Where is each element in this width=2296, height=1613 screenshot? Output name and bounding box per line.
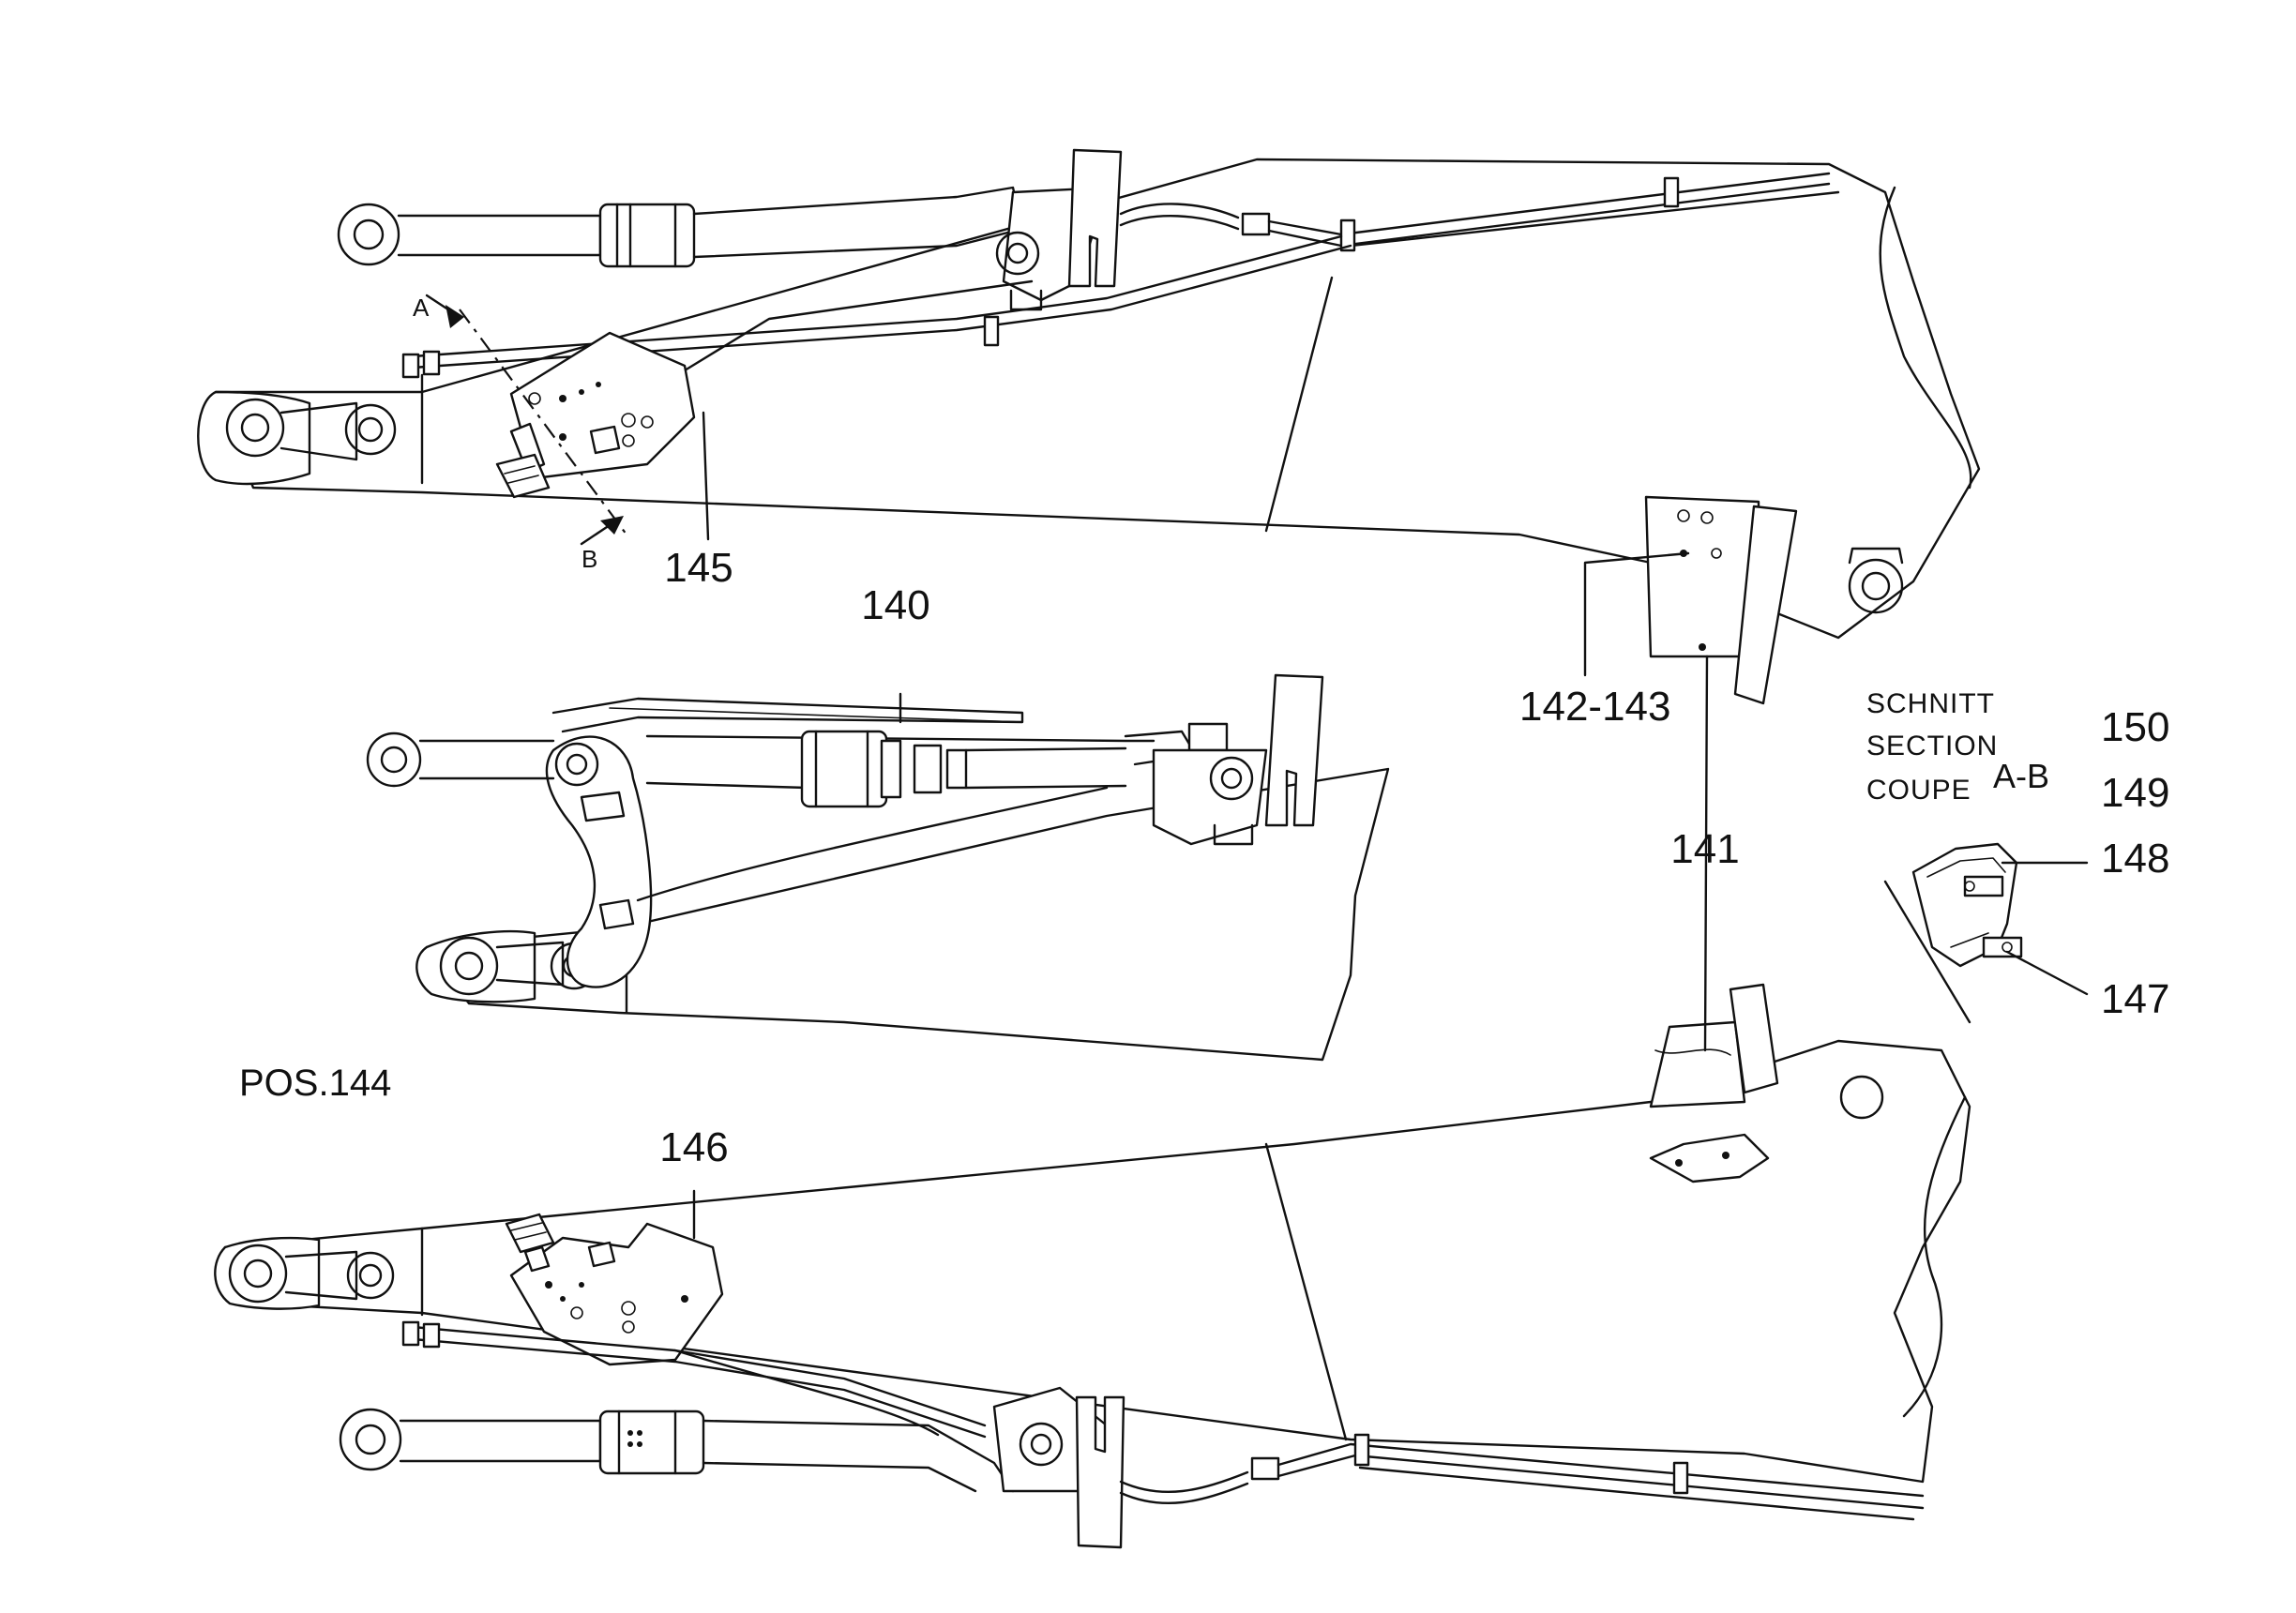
- section-ab-detail: [1883, 842, 2089, 1024]
- callout-149: 149: [2101, 770, 2169, 816]
- callout-145: 145: [664, 545, 733, 591]
- section-legend-coupe: COUPE: [1866, 775, 1971, 806]
- section-legend-schnitt: SCHNITT: [1866, 688, 1995, 719]
- section-legend-section: SECTION: [1866, 731, 1998, 761]
- section-mark-b: B: [582, 545, 597, 573]
- callout-146: 146: [659, 1124, 728, 1170]
- bottom-boom-assembly: [214, 983, 1971, 1549]
- callout-140: 140: [861, 582, 929, 628]
- top-boom-assembly: [197, 148, 1981, 640]
- callout-147: 147: [2101, 976, 2169, 1022]
- callout-141: 141: [1670, 826, 1739, 872]
- leader-lines: [692, 411, 1709, 1240]
- plate-142-143: [1644, 495, 1798, 705]
- section-mark-a: A: [413, 294, 430, 322]
- callout-150: 150: [2101, 704, 2169, 750]
- labels: 140 141 142-143 145 146 147 148 149 150 …: [239, 294, 2169, 1170]
- position-label: POS.144: [239, 1063, 391, 1104]
- callout-148: 148: [2101, 836, 2169, 882]
- callout-142-143: 142-143: [1519, 684, 1670, 730]
- section-legend-name: A-B: [1993, 757, 2049, 795]
- middle-boom-assembly: [366, 673, 1390, 1062]
